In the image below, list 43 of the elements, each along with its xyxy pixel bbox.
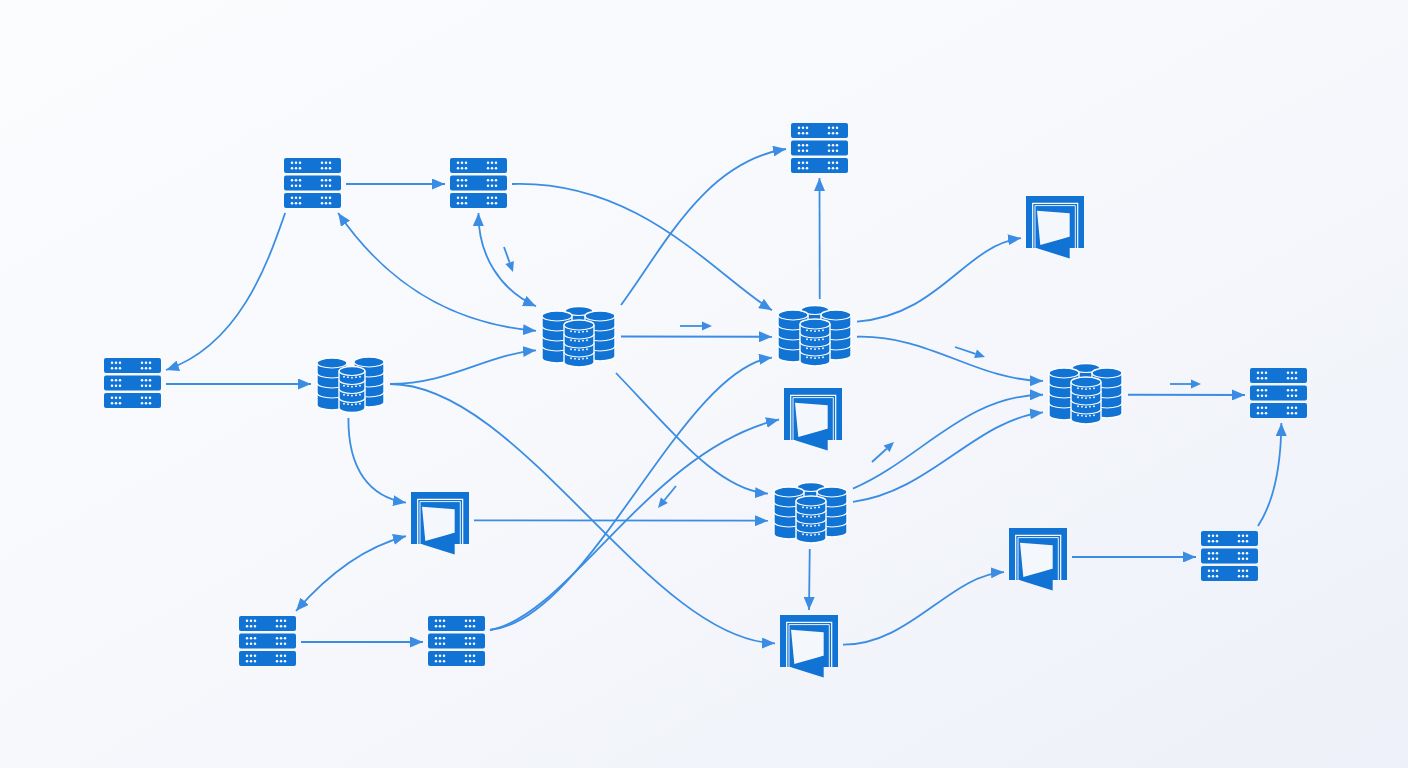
server-icon xyxy=(791,123,848,173)
door-icon xyxy=(1009,528,1067,591)
server-icon xyxy=(450,158,507,208)
arrow xyxy=(165,212,287,371)
database-icon xyxy=(541,305,616,368)
arrow xyxy=(856,235,1022,323)
server-icon xyxy=(104,358,161,408)
arrow xyxy=(473,515,769,527)
arrow xyxy=(1127,389,1246,401)
arrow xyxy=(1257,422,1287,527)
server-icon xyxy=(428,616,485,666)
arrow xyxy=(803,548,815,611)
server-icon xyxy=(1250,368,1307,418)
arrow xyxy=(620,331,773,343)
door-icon xyxy=(784,388,842,451)
door-icon xyxy=(780,615,838,678)
arrow xyxy=(620,146,787,306)
arrow xyxy=(389,383,776,647)
arrow xyxy=(347,417,407,506)
server-icon xyxy=(1201,531,1258,581)
door-icon xyxy=(411,492,469,555)
arrow xyxy=(814,177,826,300)
arrow xyxy=(511,183,773,312)
database-icon xyxy=(316,355,385,413)
arrow xyxy=(473,212,537,308)
arrow xyxy=(337,212,537,335)
database-icon xyxy=(1048,362,1123,425)
arrow xyxy=(165,378,312,390)
door-icon xyxy=(1026,196,1084,259)
server-icon xyxy=(239,616,296,666)
arrow xyxy=(300,636,424,648)
arrow xyxy=(489,418,780,631)
database-icon xyxy=(777,304,852,367)
arrow xyxy=(615,372,769,498)
arrow xyxy=(345,178,446,190)
database-icon xyxy=(773,481,848,544)
arrow xyxy=(1071,551,1197,563)
server-icon xyxy=(284,158,341,208)
arrow xyxy=(295,534,407,612)
arrow xyxy=(856,335,1044,386)
arrow xyxy=(852,390,1044,490)
arrow xyxy=(842,568,1005,646)
arrow xyxy=(852,409,1044,503)
